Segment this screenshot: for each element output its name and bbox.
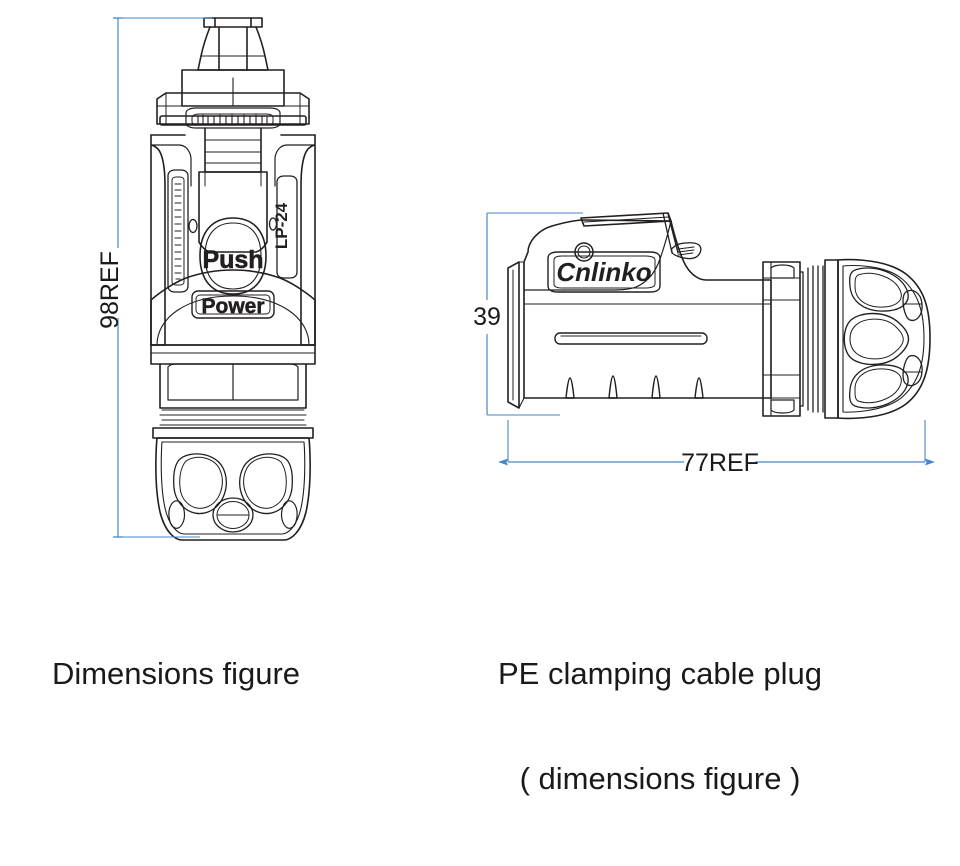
screw-holes — [188, 217, 278, 234]
caption-right: PE clamping cable plug ( dimensions figu… — [400, 588, 920, 866]
center-latch-column — [198, 127, 268, 253]
dimension-77ref — [498, 420, 935, 466]
dimension-98ref-label: 98REF — [96, 251, 124, 329]
left-view-marking-texts: Push Power LP-24 — [201, 202, 291, 318]
top-boot — [197, 17, 269, 71]
front-flange — [507, 261, 525, 409]
lp24-label: LP-24 — [272, 202, 291, 249]
left-connector-drawing — [150, 17, 316, 541]
side-label-left — [167, 169, 189, 293]
lower-shroud — [150, 269, 316, 346]
connector-dimension-drawing: Push Power LP-24 98REF — [96, 17, 935, 541]
pe-gland-right — [824, 258, 931, 420]
technical-drawing-canvas: Push Power LP-24 98REF — [52, 17, 935, 795]
brand-badge-right — [547, 251, 661, 293]
caption-right-line1: PE clamping cable plug — [498, 656, 822, 692]
thread-section-right — [799, 265, 824, 413]
brand-badge-left — [185, 107, 281, 129]
dimension-39 — [486, 212, 583, 416]
brand-wordmarks: Cnlinko CNLINKO — [556, 257, 651, 287]
power-plate — [191, 290, 275, 319]
seal-ridge — [554, 332, 708, 345]
push-label: Push — [202, 246, 263, 274]
housing-shell — [523, 219, 772, 399]
thread-rings — [159, 409, 307, 426]
lower-barrel — [150, 344, 316, 409]
pe-gland-left — [152, 427, 314, 541]
dimension-39-label: 39 — [473, 303, 501, 331]
power-label: Power — [201, 295, 264, 318]
caption-right-line2: ( dimensions figure ) — [519, 760, 801, 796]
bottom-fins — [565, 375, 704, 399]
side-button — [670, 242, 702, 260]
cnlinko-wordmark-right: Cnlinko — [556, 257, 651, 287]
mounting-plate — [156, 92, 310, 126]
dimension-77ref-label: 77REF — [681, 449, 759, 477]
right-connector-drawing — [507, 212, 931, 420]
square-flange — [181, 69, 285, 107]
dimension-98ref — [113, 17, 212, 538]
caption-left-line1: Dimensions figure — [51, 656, 301, 692]
hex-nut — [762, 261, 801, 417]
caption-left: Dimensions figure — [0, 588, 352, 762]
